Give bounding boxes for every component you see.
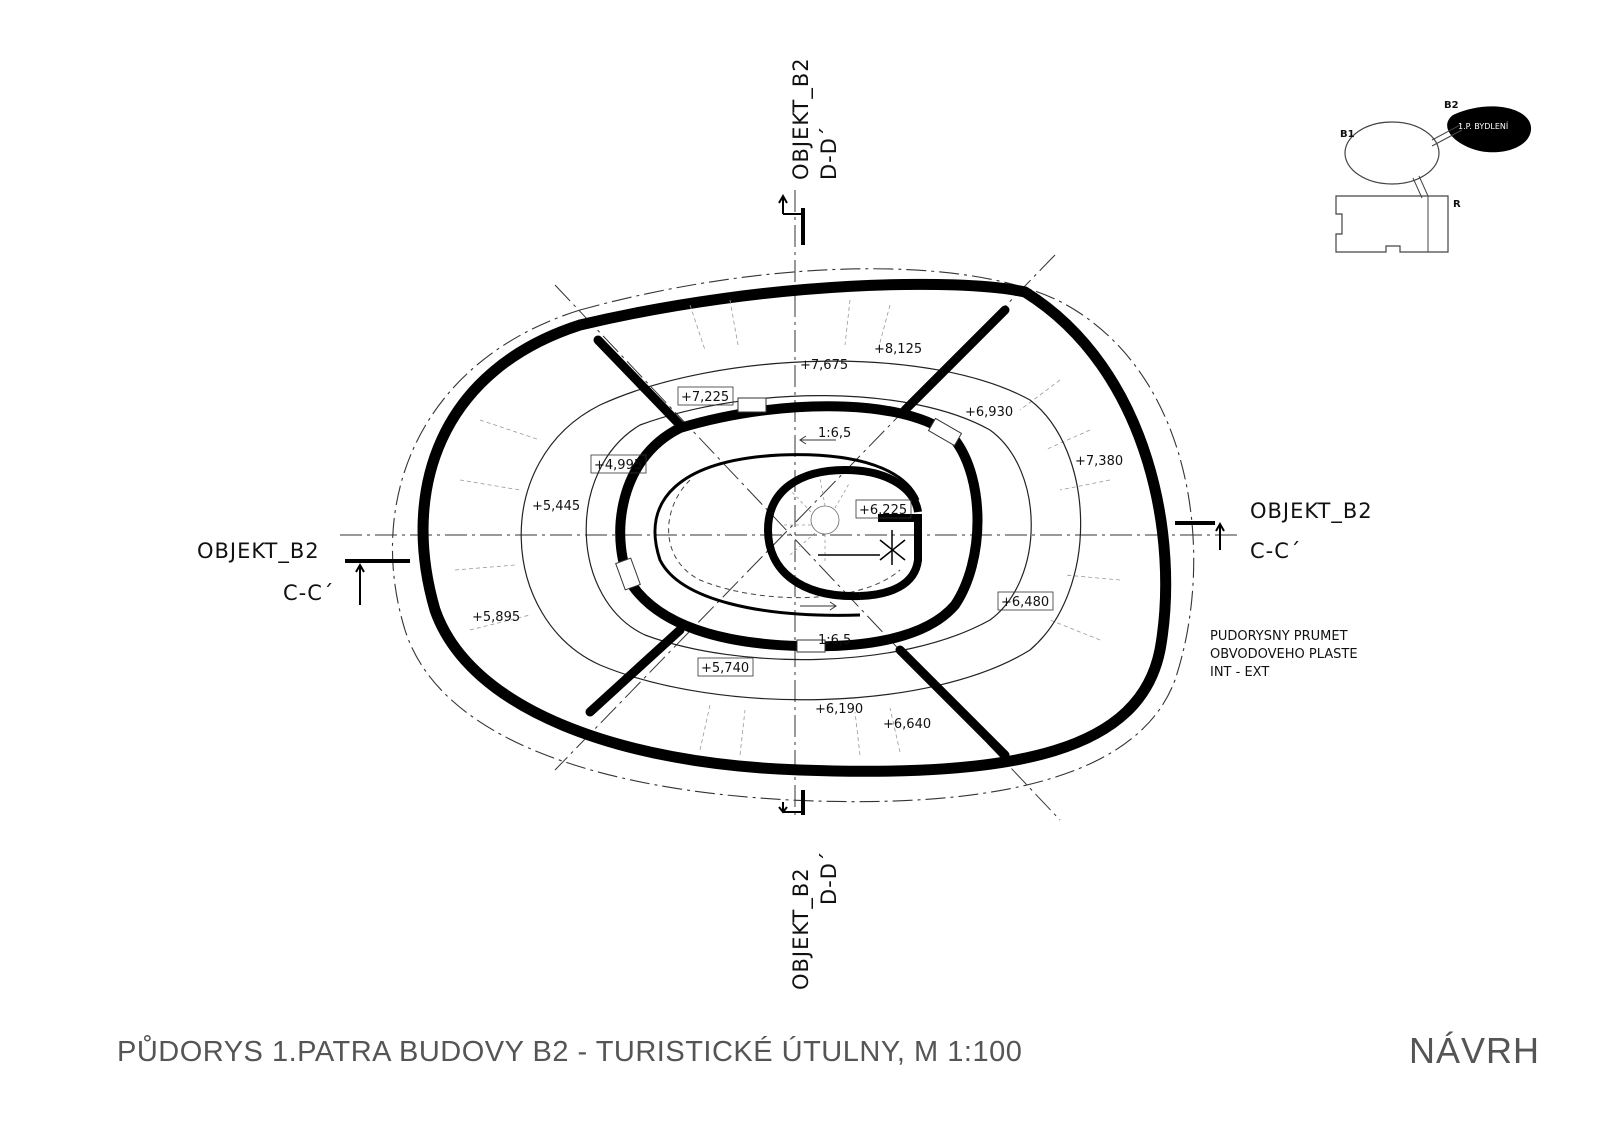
section-label-bottom-dd: D-D´ [817,851,841,905]
section-label-right-cc: C-C´ [1250,539,1301,563]
section-label-right-object: OBJEKT_B2 [1250,499,1373,524]
key-map-floor-label: 1.P. BYDLENÍ [1458,120,1509,131]
elevation-6640: +6,640 [883,717,931,732]
elevation-8125: +8,125 [874,342,922,357]
elevation-6225: +6,225 [859,503,907,518]
elevation-6190: +6,190 [815,702,863,717]
key-map-r-label: R [1453,199,1461,210]
section-label-left-object: OBJEKT_B2 [197,539,320,564]
radial-walls [585,305,1010,760]
key-map: B1 B2 R 1.P. BYDLENÍ [1335,100,1532,253]
stage-stamp: NÁVRH [1408,1030,1540,1071]
ramp-rings [520,360,1082,701]
door-openings [615,397,963,653]
spiral-stair-treads [782,477,851,562]
landing-cross [818,530,906,565]
elevation-5740: +5,740 [701,661,749,676]
note-line-1: PUDORYSNY PRUMET [1210,629,1348,644]
inner-wall [615,401,983,652]
section-label-left-cc: C-C´ [283,581,334,605]
section-label-bottom-object: OBJEKT_B2 [789,867,814,990]
elevation-6480: +6,480 [1001,595,1049,610]
key-map-b1-shape [1344,121,1440,185]
section-label-top-dd: D-D´ [817,126,841,180]
elevation-6930: +6,930 [965,405,1013,420]
key-map-b1-label: B1 [1340,129,1355,140]
slope-label-top: 1:6,5 [818,426,851,441]
elevation-7225: +7,225 [681,390,729,405]
section-label-top-object: OBJEKT_B2 [789,57,814,180]
spiral-core [763,465,922,601]
key-map-r-shape [1335,195,1449,253]
elevation-6480-box [997,591,1054,611]
elevation-5740-box [697,657,754,677]
note-line-3: INT - EXT [1210,665,1269,680]
slope-label-bottom: 1:6,5 [818,633,851,648]
outer-envelope [392,268,1195,803]
drawing-caption: PŮDORYS 1.PATRA BUDOVY B2 - TURISTICKÉ Ú… [117,1036,1023,1068]
note-line-2: OBVODOVEHO PLASTE [1210,647,1358,662]
key-map-b2-label: B2 [1444,100,1459,111]
elevation-4995-box [590,454,647,474]
key-map-b2-shape [1447,106,1532,153]
elevation-7225-box [677,386,734,406]
stair-treads-outer [454,299,1121,756]
elevation-4995: +4,995 [594,458,642,473]
spiral-ramp [653,453,920,617]
slope-arrows [799,435,837,611]
elevation-5895: +5,895 [472,610,520,625]
elevation-5445: +5,445 [532,499,580,514]
elevation-7675: +7,675 [800,358,848,373]
elevation-7380: +7,380 [1075,454,1123,469]
outer-wall [417,278,1172,777]
elevation-6225-box [855,499,912,519]
section-markers [345,193,1225,815]
spiral-ramp-dashed [668,479,901,599]
